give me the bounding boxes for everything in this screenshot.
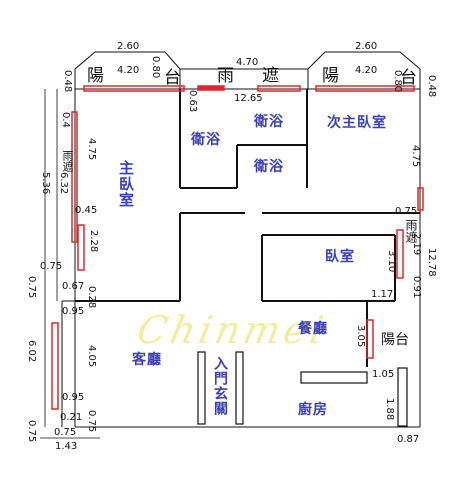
kitchen-counter — [300, 371, 368, 384]
dim-kitchen-188: 1.88 — [384, 398, 395, 421]
second-master-label: 次主臥室 — [327, 115, 387, 131]
bath-2-label: 衛浴 — [254, 114, 284, 130]
entrance-post-left — [197, 351, 206, 425]
balcony-top-right-char-2: 台 — [400, 68, 417, 88]
window-right-lower — [366, 319, 374, 359]
dim-center-1265: 12.65 — [234, 93, 263, 104]
dim-right-080: 0.80 — [392, 70, 403, 93]
balcony-top-left-char-2: 台 — [164, 68, 181, 88]
dim-bottom-075b: 0.75 — [86, 410, 97, 433]
balcony-top-left-char-1: 陽 — [87, 66, 104, 86]
dim-left-632: 6.32 — [58, 172, 69, 195]
dim-left-067: 0.67 — [62, 281, 85, 292]
living-room-label: 客廳 — [132, 352, 162, 368]
dim-kitchen-105: 1.05 — [372, 369, 395, 380]
rain-shelter-right-label: 雨遮 — [404, 219, 418, 243]
dim-left-095b: 0.95 — [62, 392, 85, 403]
dim-right-091: 0.91 — [411, 276, 422, 299]
window-top-left — [83, 85, 185, 92]
dim-top-left-inner: 4.20 — [117, 65, 140, 76]
dim-left-04: 0.4 — [60, 112, 71, 128]
fixtures — [197, 351, 408, 427]
dim-right-117: 1.17 — [371, 289, 394, 300]
entrance-label: 入門玄關 — [212, 356, 228, 416]
dim-left-045: 0.45 — [75, 205, 98, 216]
dim-master-475: 4.75 — [86, 138, 97, 161]
dim-bottom-075: 0.75 — [54, 427, 77, 438]
dim-top-center: 4.70 — [236, 57, 259, 68]
window-left-lower — [51, 322, 59, 410]
rain-shelter-top-char-2: 遮 — [262, 66, 279, 86]
dim-left-048: 0.48 — [62, 70, 73, 93]
dim-left-075a: 0.75 — [40, 261, 63, 272]
bedroom-label: 臥室 — [325, 249, 355, 265]
left-balcony-outline — [74, 51, 181, 89]
dim-right-075: 0.75 — [395, 206, 418, 217]
dimension-lines — [40, 89, 100, 439]
dim-right-475: 4.75 — [410, 145, 421, 168]
dim-left-021: 0.21 — [60, 412, 83, 423]
balcony-top-right-char-1: 陽 — [322, 66, 339, 86]
dim-left-095a: 0.95 — [62, 306, 85, 317]
window-left-upper — [71, 111, 78, 243]
entrance-post-right — [235, 351, 244, 425]
dim-left-228: 2.28 — [88, 230, 99, 253]
dim-living-405: 4.05 — [86, 345, 97, 368]
rain-shelter-left-label: 雨遮 — [61, 150, 74, 172]
dim-left-602: 6.02 — [26, 340, 37, 363]
bath-3-label: 衛浴 — [254, 159, 284, 175]
dim-left-080: 0.80 — [150, 56, 161, 79]
kitchen-label: 廚房 — [298, 402, 328, 418]
balcony-right-label: 陽台 — [381, 332, 409, 348]
dim-left-075c: 0.75 — [26, 420, 37, 443]
master-bedroom-label: 主臥室 — [117, 160, 135, 208]
dim-top-right-width: 2.60 — [355, 41, 378, 52]
window-right-upper — [417, 187, 424, 211]
right-balcony-outline — [307, 51, 421, 89]
interior-walls — [75, 89, 420, 367]
window-top-center-b — [257, 85, 301, 92]
dim-left-536: 5.36 — [40, 172, 51, 195]
dim-dining-305: 3.05 — [355, 325, 366, 348]
window-right-mid — [396, 229, 404, 279]
window-top-right — [315, 85, 415, 92]
dim-gap-063: 0.63 — [187, 90, 198, 113]
dining-room-label: 餐廳 — [298, 321, 328, 337]
outer-walls — [61, 51, 421, 428]
windows — [51, 85, 424, 410]
dim-right-1278: 12.78 — [426, 248, 437, 277]
dim-right-310: 3.10 — [386, 250, 397, 273]
dim-bottom-143: 1.43 — [55, 441, 78, 452]
dim-right-048: 0.48 — [426, 75, 437, 98]
dim-left-075b: 0.75 — [26, 276, 37, 299]
rain-shelter-top-char-1: 雨 — [217, 66, 234, 86]
dim-top-right-inner: 4.20 — [355, 65, 378, 76]
kitchen-counter-vert — [397, 367, 408, 427]
dim-bottom-087: 0.87 — [397, 434, 420, 445]
bath-1-label: 衛浴 — [191, 132, 221, 148]
window-left-mid — [77, 224, 85, 271]
dim-left-028: 0.28 — [86, 286, 97, 309]
dim-top-left-width: 2.60 — [117, 41, 140, 52]
window-top-center-a — [197, 85, 225, 91]
dim-right-219: 2.19 — [411, 233, 422, 256]
